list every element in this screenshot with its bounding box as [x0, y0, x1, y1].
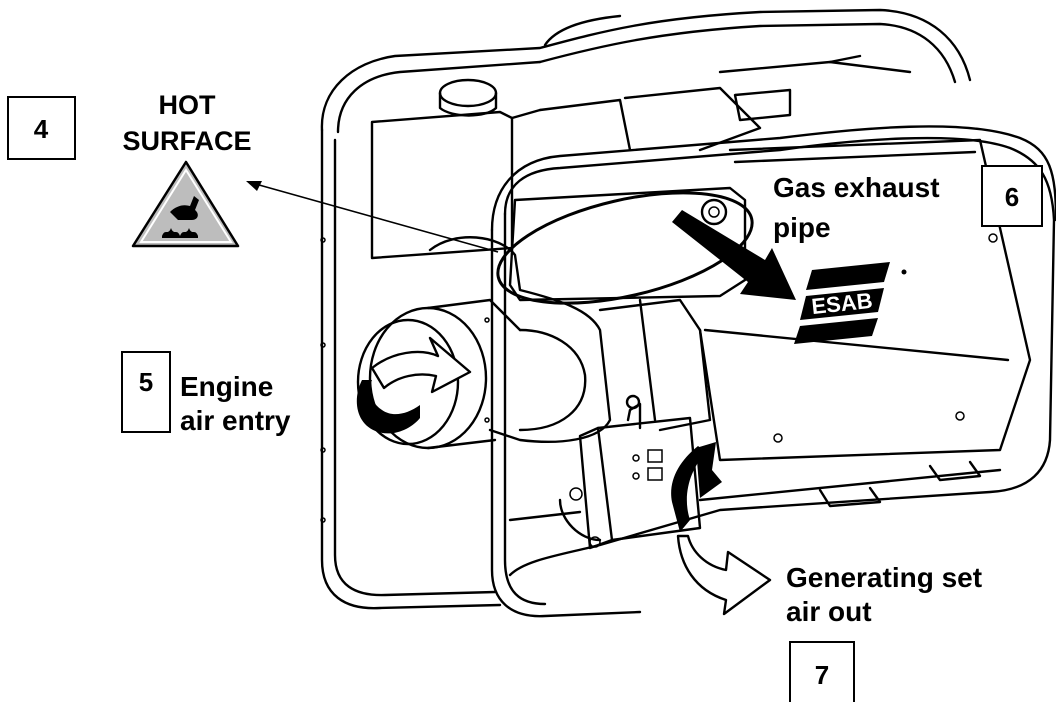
- hot-surface-line2: SURFACE: [122, 126, 251, 156]
- esab-logo-text: ESAB: [810, 288, 873, 319]
- exhaust-label-line2: pipe: [773, 212, 831, 243]
- hot-surface-warning-icon: [131, 160, 240, 248]
- hot-surface-pointer-arrow: [246, 181, 499, 253]
- callout-7-box: [789, 641, 855, 702]
- callout-7-number: 7: [815, 660, 829, 690]
- callout-5-number: 5: [139, 367, 153, 397]
- hot-surface-line1: HOT: [159, 90, 217, 120]
- callout-4-box: [7, 96, 76, 160]
- callout-6-number: 6: [1005, 182, 1019, 212]
- generator-illustration: [320, 8, 1056, 618]
- callout-4-number: 4: [34, 114, 49, 144]
- engine-label-line2: air entry: [180, 405, 291, 436]
- esab-logo: ESAB: [794, 262, 907, 344]
- genset-label-line2: air out: [786, 596, 872, 627]
- engine-air-entry-arrow: [356, 336, 472, 434]
- callout-5-box: [121, 351, 171, 433]
- exhaust-highlight-ellipse: [496, 191, 754, 305]
- callout-6-box: [981, 165, 1043, 227]
- exhaust-flow-arrow: [672, 210, 796, 300]
- engine-label-line1: Engine: [180, 371, 273, 402]
- generating-set-air-out-arrow: [671, 442, 772, 616]
- exhaust-label-line1: Gas exhaust: [773, 172, 940, 203]
- genset-label-line1: Generating set: [786, 562, 982, 593]
